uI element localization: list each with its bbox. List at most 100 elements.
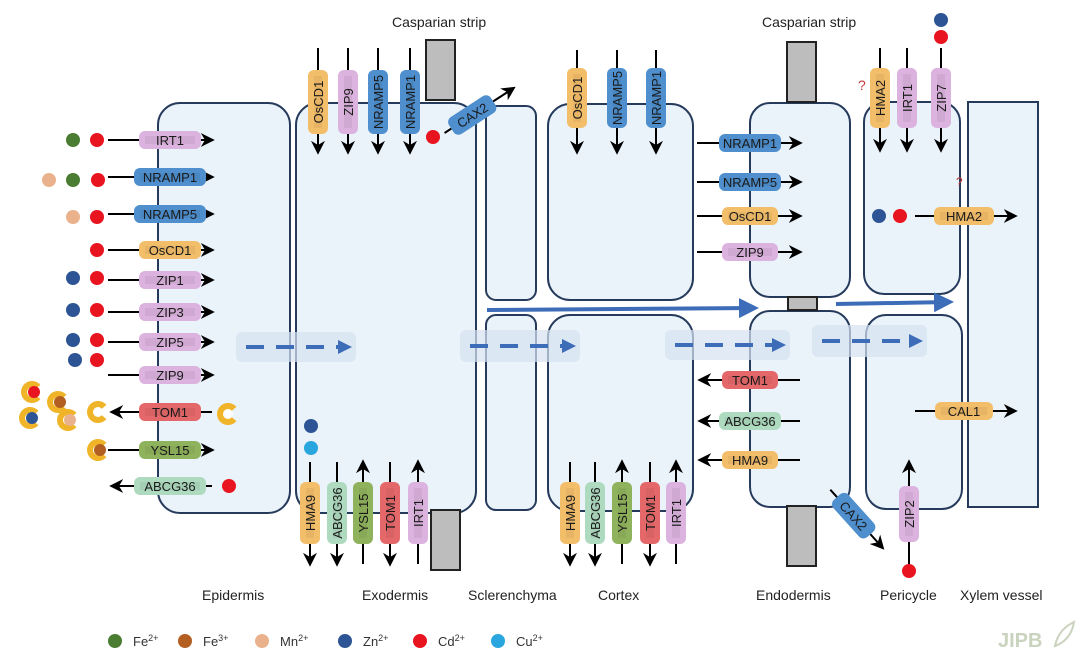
legend-item-fe2: Fe2+	[108, 633, 158, 649]
transporter-label: NRAMP5	[143, 207, 197, 222]
ion-mn2	[42, 173, 56, 187]
ion-fe2	[66, 173, 80, 187]
transporter-body	[722, 207, 778, 225]
symplastic-arrowhead	[909, 334, 923, 348]
transporter-nramp1[interactable]: NRAMP1	[134, 168, 206, 186]
transporter-nramp5[interactable]: NRAMP5	[134, 205, 206, 223]
transporter-label: ZIP3	[156, 305, 183, 320]
transporter-ysl15[interactable]: YSL15	[353, 482, 373, 544]
transporter-nramp5[interactable]: NRAMP5	[719, 173, 781, 191]
transporter-body	[139, 366, 201, 384]
ion-cd2	[90, 133, 104, 147]
transporter-channel	[591, 488, 599, 538]
transporter-channel	[145, 338, 195, 346]
transporter-body	[719, 412, 781, 430]
transporter-channel	[145, 136, 195, 144]
transporter-body	[380, 482, 400, 544]
transporter-channel	[940, 212, 988, 220]
transporter-hma9[interactable]: HMA9	[722, 451, 778, 469]
ion-fe3	[94, 444, 106, 456]
transporter-irt1[interactable]: IRT1	[139, 131, 201, 149]
transporter-irt1[interactable]: IRT1	[666, 482, 686, 544]
symplastic-arrowhead	[562, 339, 576, 353]
label-sclerenchyma: Sclerenchyma	[468, 587, 557, 603]
sclerenchyma-cell-upper	[485, 105, 537, 301]
transporter-nramp1[interactable]: NRAMP1	[719, 134, 781, 152]
transporter-body	[567, 68, 587, 128]
ion-cd2	[90, 271, 104, 285]
transporter-label: OsCD1	[570, 77, 585, 120]
transporter-channel	[728, 212, 772, 220]
label-xylem-vessel: Xylem vessel	[960, 587, 1042, 603]
transporter-body	[134, 168, 206, 186]
transporter-tom1[interactable]: TOM1	[722, 371, 778, 389]
ion-zn2	[304, 419, 318, 433]
transporter-label: YSL15	[356, 493, 371, 532]
transporter-tom1[interactable]: TOM1	[139, 403, 201, 421]
transporter-ysl15[interactable]: YSL15	[139, 441, 201, 459]
transporter-tom1[interactable]: TOM1	[380, 482, 400, 544]
transporter-abcg36[interactable]: ABCG36	[719, 412, 781, 430]
transporter-label: ZIP2	[902, 500, 917, 527]
transporter-abcg36[interactable]: ABCG36	[585, 482, 605, 544]
ion-cd2	[28, 386, 40, 398]
ion-cd2	[426, 130, 440, 144]
transporter-abcg36[interactable]: ABCG36	[134, 477, 206, 495]
legend-swatch	[338, 634, 352, 648]
transporter-oscd1[interactable]: OsCD1	[722, 207, 778, 225]
apoplastic-flow	[486, 292, 954, 319]
transporter-channel	[145, 446, 195, 454]
transporter-channel	[728, 376, 772, 384]
chelator-complex	[47, 391, 67, 414]
transporter-hma9[interactable]: HMA9	[560, 482, 580, 544]
transporter-nramp5[interactable]: NRAMP5	[607, 68, 627, 128]
transporter-label: CAL1	[948, 404, 981, 419]
transporter-irt1[interactable]: IRT1	[408, 482, 428, 544]
transporter-body	[300, 482, 320, 544]
legend-swatch	[413, 634, 427, 648]
transporter-label: IRT1	[900, 84, 915, 112]
chelator-complex	[57, 409, 77, 432]
transporter-cal1[interactable]: CAL1	[935, 402, 993, 420]
transporter-zip2[interactable]: ZIP2	[899, 486, 919, 542]
transporter-channel	[613, 74, 621, 122]
transporter-nramp1[interactable]: NRAMP1	[646, 68, 666, 128]
transporter-body	[134, 205, 206, 223]
transporter-label: NRAMP1	[649, 71, 664, 125]
transporter-zip9[interactable]: ZIP9	[722, 243, 778, 261]
ion-fe3	[54, 396, 66, 408]
transporter-nramp1[interactable]: NRAMP1	[400, 70, 420, 134]
transporter-zip3[interactable]: ZIP3	[139, 303, 201, 321]
transporter-oscd1[interactable]: OsCD1	[308, 70, 328, 134]
transporter-tom1[interactable]: TOM1	[640, 482, 660, 544]
transporter-body	[899, 486, 919, 542]
transporter-body	[832, 492, 876, 539]
transporter-channel	[386, 488, 394, 538]
transporter-label: IRT1	[669, 499, 684, 527]
transporter-nramp5[interactable]: NRAMP5	[368, 70, 388, 134]
legend-swatch	[255, 634, 269, 648]
sclerenchyma-cell-lower	[485, 314, 537, 511]
transporter-irt1[interactable]: IRT1	[897, 68, 917, 128]
transporter-zip7[interactable]: ZIP7	[931, 68, 951, 128]
legend-label: Cu2+	[516, 633, 543, 649]
transporter-zip9[interactable]: ZIP9	[139, 366, 201, 384]
transporter-zip5[interactable]: ZIP5	[139, 333, 201, 351]
transporter-hma2[interactable]: HMA2	[934, 207, 994, 225]
transporter-hma2[interactable]: HMA2	[870, 68, 890, 128]
transporter-oscd1[interactable]: OsCD1	[139, 241, 201, 259]
transporter-label: TOM1	[152, 405, 188, 420]
transporter-body	[368, 70, 388, 134]
transporter-body	[722, 243, 778, 261]
label-epidermis: Epidermis	[202, 587, 264, 603]
transporter-oscd1[interactable]: OsCD1	[567, 68, 587, 128]
transporter-ysl15[interactable]: YSL15	[612, 482, 632, 544]
transporter-abcg36[interactable]: ABCG36	[327, 482, 347, 544]
transporter-hma9[interactable]: HMA9	[300, 482, 320, 544]
transporter-label: NRAMP5	[610, 71, 625, 125]
transporter-zip9[interactable]: ZIP9	[338, 70, 358, 134]
transporter-zip1[interactable]: ZIP1	[139, 271, 201, 289]
transporter-label: HMA9	[732, 453, 768, 468]
transporters: IRT1NRAMP1NRAMP5OsCD1ZIP1ZIP3ZIP5ZIP9TOM…	[19, 13, 1018, 578]
